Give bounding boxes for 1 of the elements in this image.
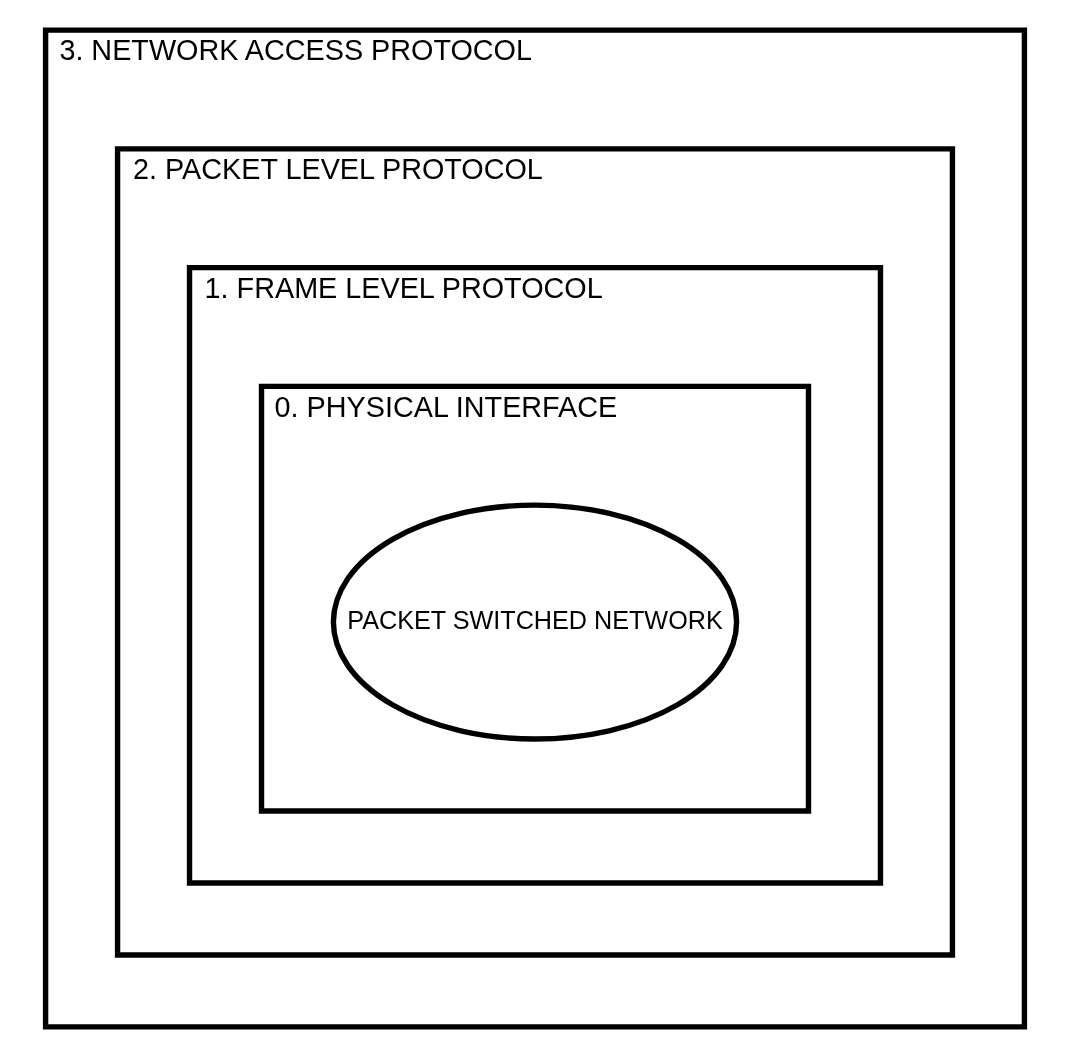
- node-ellipse: PACKET SWITCHED NETWORK: [330, 502, 739, 742]
